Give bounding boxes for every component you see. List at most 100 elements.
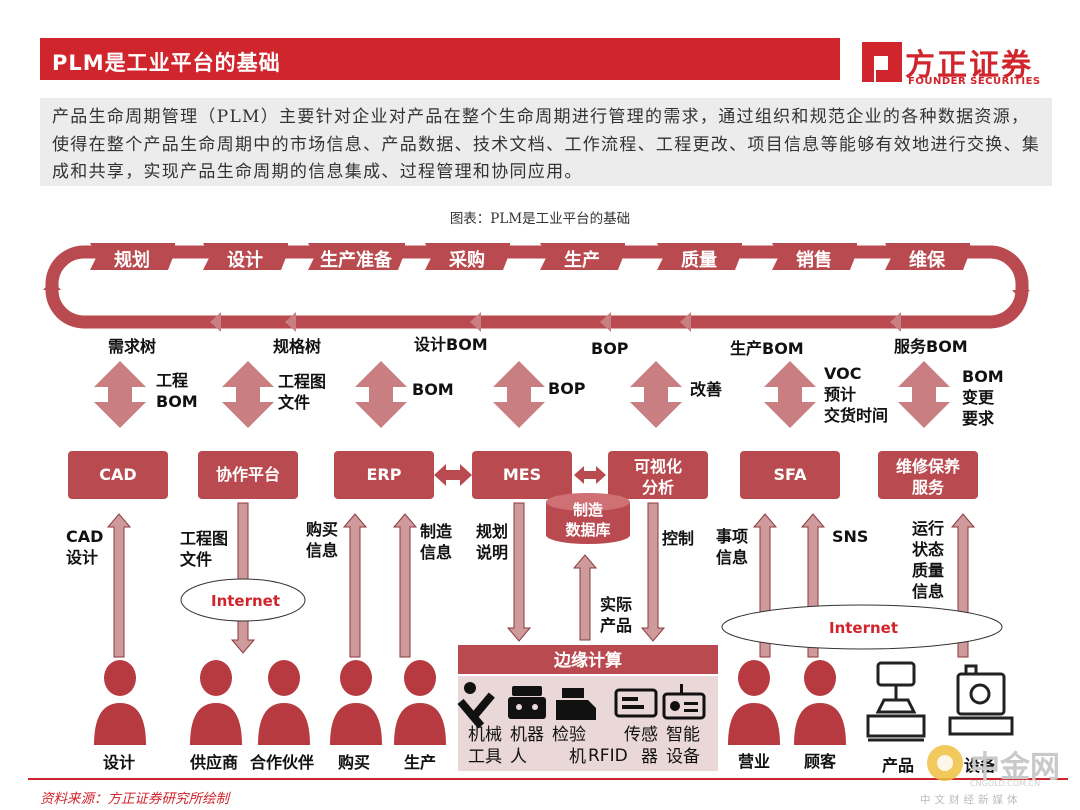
output-label: 需求树 (108, 337, 157, 356)
person-icon (94, 660, 146, 745)
link-label: 事项 信息 (716, 527, 749, 567)
link-label: 控制 (662, 529, 695, 548)
exchange-arrows (94, 361, 950, 428)
system-label: MES (502, 465, 542, 484)
page-title: PLM是工业平台的基础 (52, 51, 281, 75)
system-label: CAD (99, 465, 137, 484)
person-label: 购买 (338, 753, 371, 772)
output-label: 生产BOM (730, 339, 804, 358)
up-arrow (106, 513, 132, 658)
system-label: ERP (366, 465, 402, 484)
exchange-label: 工程 BOM (156, 371, 198, 411)
link-label: 规划 说明 (476, 522, 509, 562)
person-icon (728, 660, 780, 745)
tools-icon (457, 682, 495, 729)
lifecycle-loop (43, 245, 1030, 332)
database-cylinder (546, 493, 630, 544)
person-icon (394, 660, 446, 745)
up-arrow (342, 513, 368, 658)
watermark-tagline: 中文财经新媒体 (920, 794, 1022, 806)
watermark-text: 中金网 (970, 750, 1060, 785)
output-label: BOP (591, 339, 629, 358)
stage-label: 设计 (227, 250, 263, 271)
footer-divider (28, 778, 1068, 780)
exchange-label: BOM (412, 380, 454, 399)
person-label: 生产 (404, 753, 437, 772)
system-box-visual (608, 451, 708, 499)
person-icon (258, 660, 310, 745)
watermark-logo-icon (927, 745, 963, 781)
person-icon (794, 660, 846, 745)
system-box-maintenance (878, 451, 978, 499)
internet-oval-left (180, 578, 306, 622)
double-arrow (222, 361, 274, 428)
stage-tab (657, 243, 742, 270)
link-arrows (106, 502, 976, 658)
stage-label: 规划 (114, 250, 150, 271)
link-label: 运行 状态 质量 信息 (912, 519, 945, 601)
up-arrow (392, 513, 418, 658)
stage-tab (772, 243, 857, 270)
database-label: 制造 数据库 (565, 501, 611, 539)
people-icons (94, 660, 846, 745)
stage-tab (90, 243, 175, 270)
double-arrow (898, 361, 950, 428)
exchange-label: BOM 变更 要求 (962, 367, 1004, 428)
internet-label-left: Internet (211, 592, 281, 610)
inspection-machine-icon (556, 688, 596, 720)
logo-name: 方正证券 (905, 48, 1033, 83)
system-label: 可视化 分析 (633, 457, 682, 497)
title-bar (40, 38, 840, 80)
stage-label: 销售 (796, 250, 832, 271)
watermark-subtext: CNGOLD.COM.CN (970, 779, 1041, 788)
internet-label-right: Internet (829, 619, 899, 637)
source-note: 资料来源：方正证券研究所绘制 (40, 791, 229, 807)
internet-oval-right (721, 604, 1003, 650)
person-label: 产品 (882, 756, 915, 775)
system-boxes (68, 451, 978, 499)
edge-panel (458, 676, 718, 771)
down-arrow (640, 502, 666, 642)
horizontal-arrows (434, 464, 606, 486)
system-box-cad (68, 451, 168, 499)
stage-label: 生产准备 (320, 250, 392, 271)
device-icons (457, 682, 706, 729)
system-box-collab (198, 451, 298, 499)
figure-caption: 图表：PLM是工业平台的基础 (449, 211, 631, 227)
founder-logo-icon (862, 42, 902, 82)
system-label: 协作平台 (215, 465, 280, 484)
system-box-sfa (740, 451, 840, 499)
intro-box (40, 98, 1052, 186)
link-label: 制造 信息 (420, 522, 453, 562)
person-label: 设备 (964, 756, 997, 775)
stage-tabs (90, 243, 970, 270)
double-arrow (764, 361, 816, 428)
link-label: 实际 产品 (600, 595, 633, 635)
stage-label: 生产 (564, 250, 600, 271)
person-icon (190, 660, 242, 745)
up-arrow (572, 554, 598, 641)
output-label: 规格树 (273, 337, 322, 356)
person-label: 营业 (738, 752, 771, 771)
system-box-erp (334, 451, 434, 499)
double-arrow (493, 361, 545, 428)
logo-subtitle: FOUNDER SECURITIES (908, 76, 1041, 87)
device-label: 传感 器 (624, 725, 658, 767)
output-label: 服务BOM (894, 337, 968, 356)
exchange-label: BOP (548, 379, 586, 398)
system-label: 维修保养 服务 (895, 457, 960, 497)
system-box-mes (472, 451, 572, 499)
stage-label: 质量 (681, 250, 717, 271)
stage-label: 采购 (449, 250, 485, 271)
robot-icon (508, 686, 546, 719)
device-label: 机械 工具 (468, 725, 502, 767)
stage-tab (203, 243, 288, 270)
output-label: 设计BOM (414, 335, 488, 354)
rfid-icon (614, 688, 658, 718)
smart-device-icon (662, 684, 706, 720)
stage-tab (425, 243, 510, 270)
device-label: 智能 设备 (666, 725, 700, 767)
device-label: RFID (588, 746, 628, 766)
exchange-label: VOC 预计 交货时间 (824, 364, 889, 425)
